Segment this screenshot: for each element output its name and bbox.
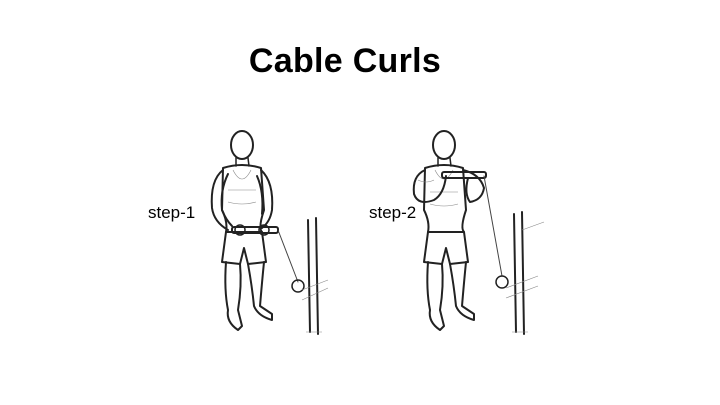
step-1-drawing: [210, 130, 329, 335]
page-title: Cable Curls: [248, 42, 442, 80]
step-1-label: step-1: [148, 203, 196, 222]
step-2-label: step-2: [369, 203, 417, 222]
step-1-illustration: [198, 110, 338, 345]
step-2-illustration: [398, 110, 548, 345]
step-2-drawing: [412, 130, 545, 335]
